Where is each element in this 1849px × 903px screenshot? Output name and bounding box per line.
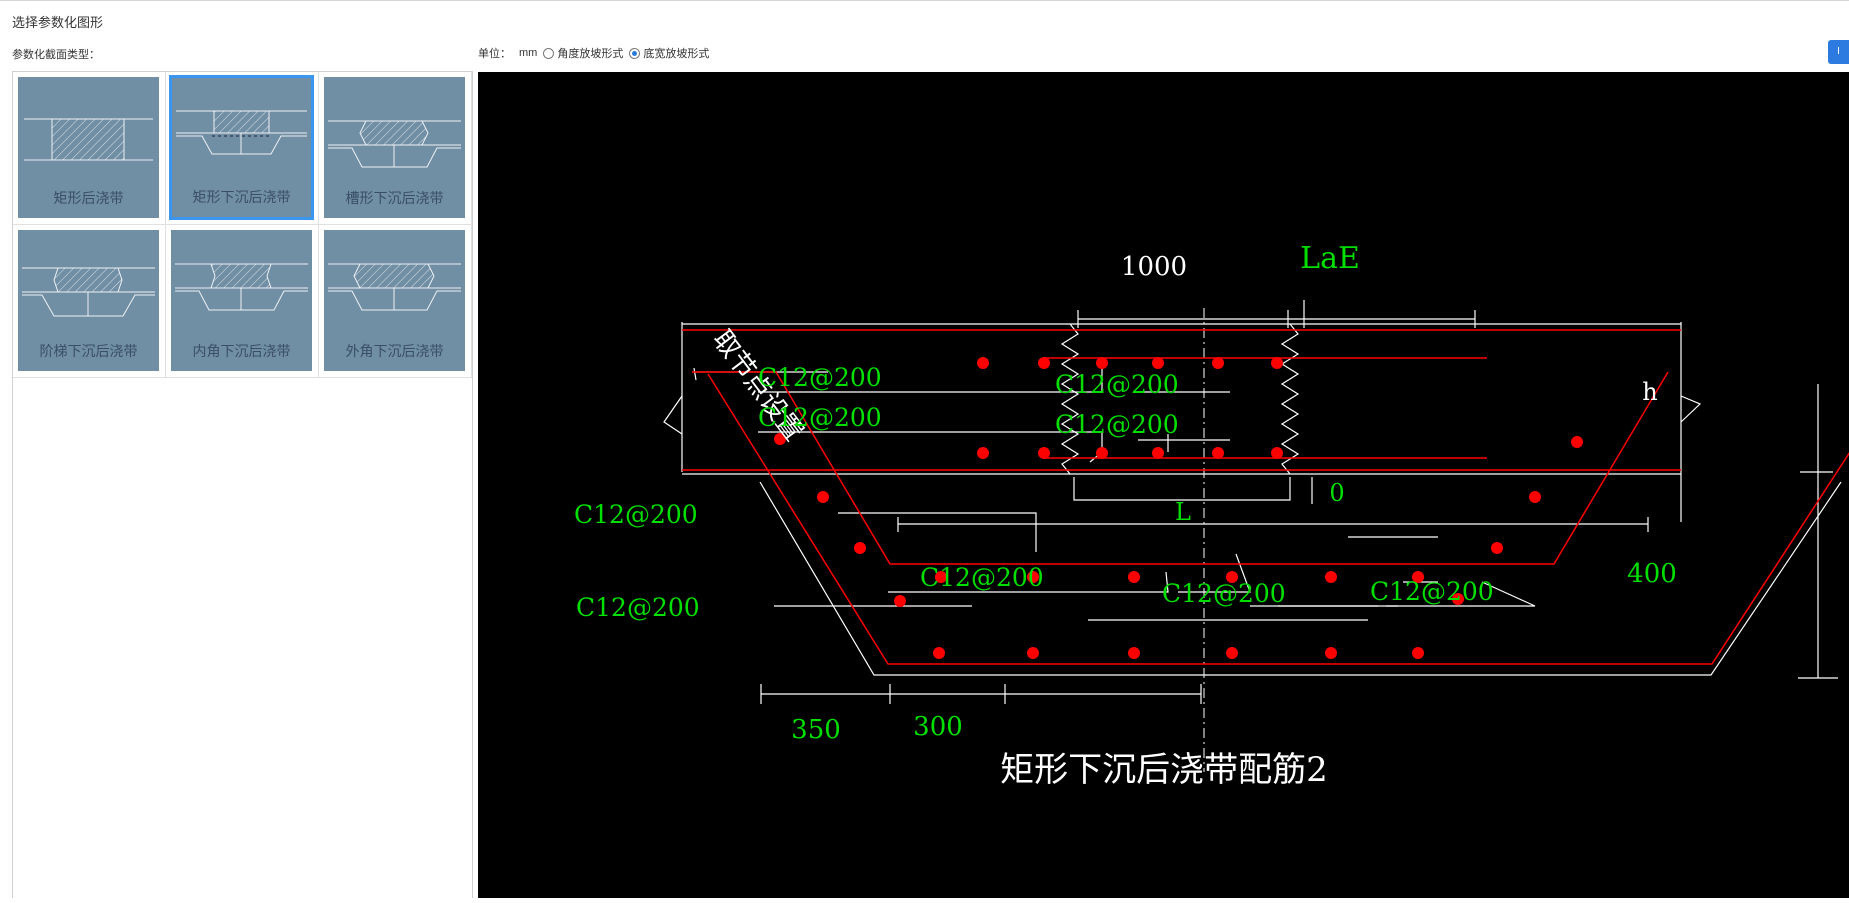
thumb-outer-angle-sunken-post-cast[interactable]: 外角下沉后浇带 — [319, 225, 472, 378]
thumb-label: 阶梯下沉后浇带 — [39, 343, 138, 359]
dim-400: 400 — [1627, 559, 1677, 589]
thumb-stepped-sunken-post-cast[interactable]: 阶梯下沉后浇带 — [13, 225, 166, 378]
thumb-trough-sunken-post-cast[interactable]: 槽形下沉后浇带 — [319, 72, 472, 225]
dim-300: 300 — [913, 712, 963, 742]
outer-angle-sunken-diagram — [328, 263, 461, 311]
thumb-rect-sunken-post-cast[interactable]: 矩形下沉后浇带 — [166, 72, 319, 225]
thumbnail-grid: 矩形后浇带 矩形下沉后浇带 — [13, 72, 472, 378]
cad-drawing: 1000 LaE h 0 L 400 350 300 取节点设置 C12@200… — [574, 241, 1849, 790]
thumb-image: 内角下沉后浇带 — [171, 230, 312, 371]
rebar-label-8: C12@200 — [1162, 579, 1286, 608]
radio-width-slope[interactable] — [629, 47, 641, 59]
section-type-label: 参数化截面类型： — [12, 49, 100, 61]
dim-350: 350 — [791, 715, 841, 745]
rebar-label-2: C12@200 — [758, 403, 882, 432]
section-type-panel: 矩形后浇带 矩形下沉后浇带 — [12, 71, 473, 898]
radio-angle-slope-label[interactable]: 角度放坡形式 — [557, 48, 624, 60]
thumb-image: 槽形下沉后浇带 — [324, 77, 465, 218]
thumb-rect-post-cast[interactable]: 矩形后浇带 — [13, 72, 166, 225]
thumb-inner-angle-sunken-post-cast[interactable]: 内角下沉后浇带 — [166, 225, 319, 378]
rebar-label-7: C12@200 — [576, 593, 700, 622]
dim-l: L — [1175, 498, 1191, 526]
rebar-dots — [774, 357, 1583, 659]
dim-lae: LaE — [1300, 241, 1360, 276]
drawing-title: 矩形下沉后浇带配筋2 — [1000, 750, 1328, 790]
rebar-label-5: C12@200 — [574, 500, 698, 529]
radio-angle-slope[interactable] — [543, 47, 555, 59]
radio-width-slope-label[interactable]: 底宽放坡形式 — [643, 48, 710, 60]
rebar-label-3: C12@200 — [1055, 370, 1179, 399]
dim-0: 0 — [1329, 479, 1344, 507]
thumb-image: 矩形后浇带 — [18, 77, 159, 218]
thumb-image: 阶梯下沉后浇带 — [18, 230, 159, 371]
thumb-label: 矩形后浇带 — [53, 190, 124, 206]
trough-sunken-diagram — [328, 120, 461, 168]
window-title: 选择参数化图形 — [12, 15, 104, 30]
toolbar: 单位： mm 角度放坡形式 底宽放坡形式 — [478, 43, 709, 63]
confirm-button[interactable]: I — [1828, 40, 1849, 64]
unit-label: 单位： — [478, 48, 511, 60]
rebar-label-1: C12@200 — [758, 363, 882, 392]
thumb-label: 槽形下沉后浇带 — [345, 190, 444, 206]
thumb-label: 内角下沉后浇带 — [192, 343, 291, 359]
thumb-label: 矩形下沉后浇带 — [192, 189, 291, 205]
thumb-image: 矩形下沉后浇带 — [169, 75, 314, 220]
dim-1000: 1000 — [1121, 252, 1187, 282]
rect-sunken-diagram — [176, 110, 307, 155]
inner-angle-sunken-diagram — [175, 263, 308, 311]
rebar-lines — [682, 329, 1849, 665]
title-bar: 选择参数化图形 — [0, 0, 1849, 38]
rect-post-cast-diagram — [24, 118, 153, 161]
rebar-label-6: C12@200 — [920, 563, 1044, 592]
rebar-label-9: C12@200 — [1370, 577, 1494, 606]
dim-h: h — [1642, 378, 1657, 406]
unit-value: mm — [519, 47, 538, 59]
centerlines — [682, 308, 1681, 772]
thumb-image: 外角下沉后浇带 — [324, 230, 465, 371]
rebar-label-4: C12@200 — [1055, 410, 1179, 439]
stepped-sunken-diagram — [22, 267, 155, 317]
drawing-canvas[interactable]: 1000 LaE h 0 L 400 350 300 取节点设置 C12@200… — [478, 72, 1849, 898]
concrete-outline — [663, 300, 1842, 704]
thumb-label: 外角下沉后浇带 — [345, 343, 444, 359]
